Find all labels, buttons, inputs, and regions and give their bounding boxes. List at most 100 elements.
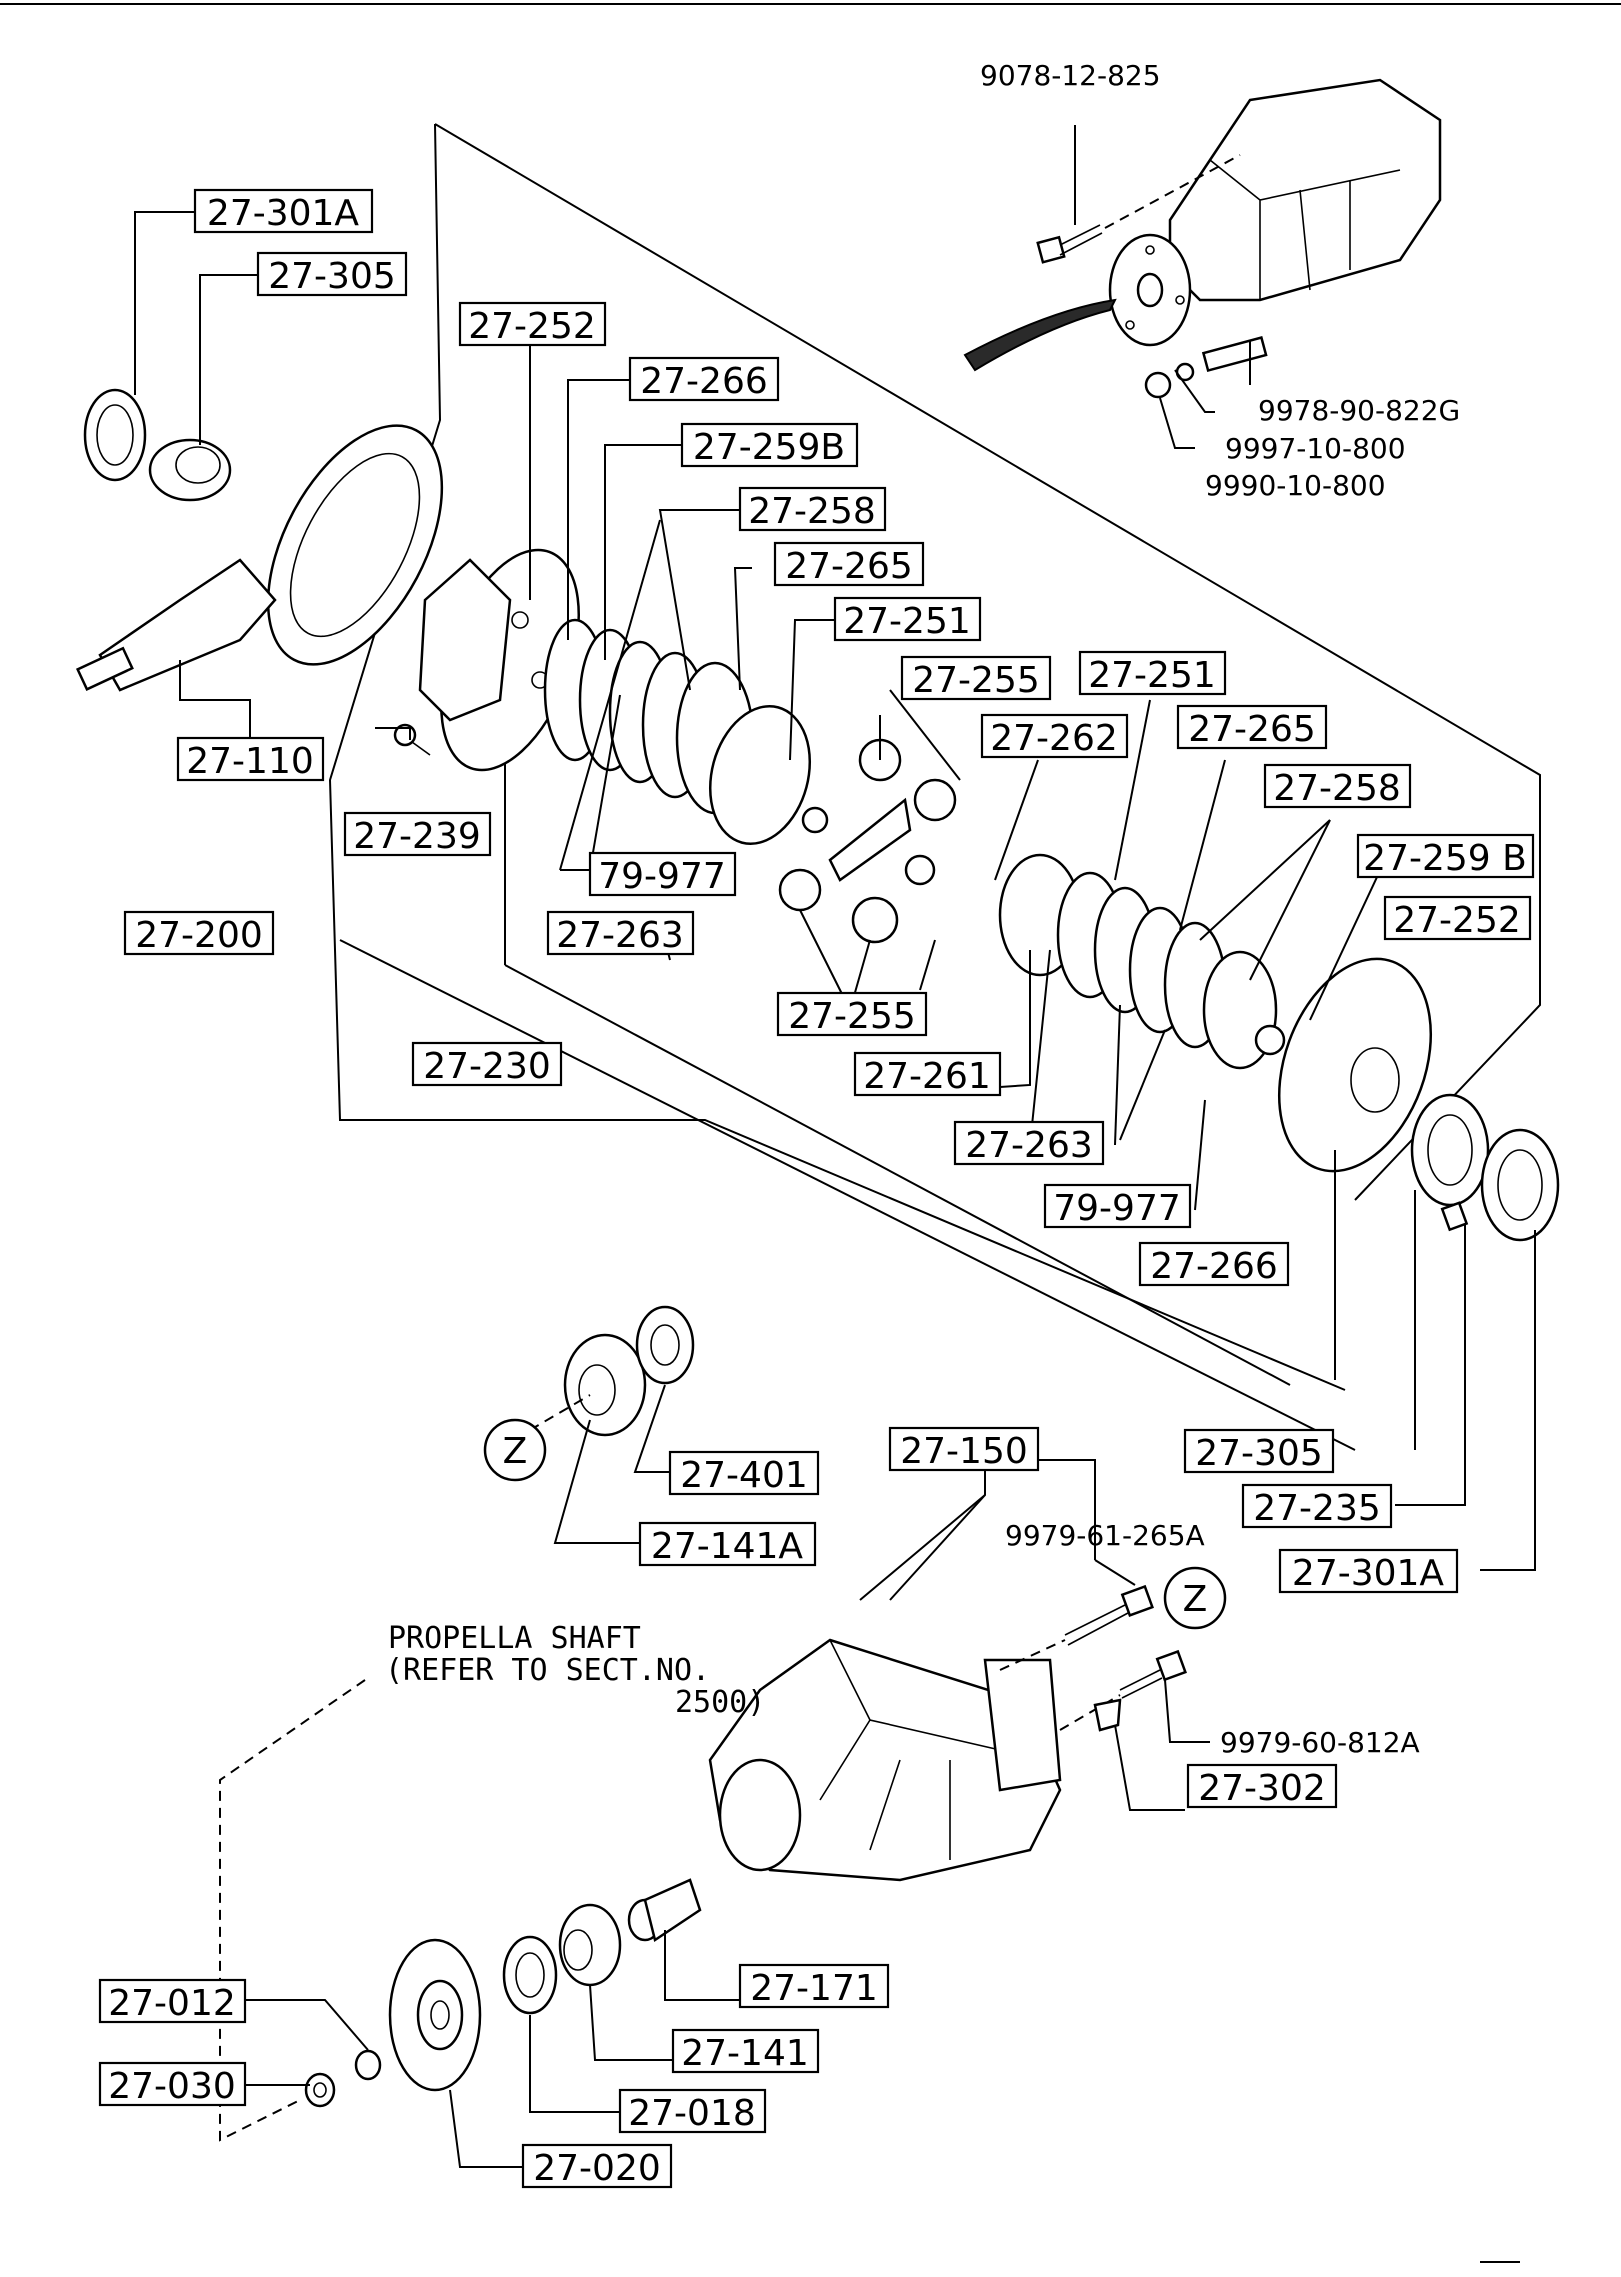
label-27-012: 27-012 (98, 1978, 247, 2024)
label-27-305-bot: 27-305 (1183, 1428, 1335, 1474)
svg-text:27-141A: 27-141A (651, 1526, 804, 1567)
label-27-305-top: 27-305 (256, 251, 408, 297)
z-marker-top: Z (503, 1431, 528, 1472)
svg-text:27-235: 27-235 (1253, 1488, 1381, 1529)
clutch-pack-right (998, 853, 1286, 1070)
svg-text:27-252: 27-252 (468, 306, 596, 347)
bolt-235 (1440, 1201, 1469, 1232)
label-27-265-top: 27-265 (773, 541, 925, 587)
svg-text:27-110: 27-110 (186, 741, 314, 782)
svg-text:27-230: 27-230 (423, 1046, 551, 1087)
propella-shaft-dashed (219, 1679, 366, 2142)
axle-housing-150 (708, 1638, 1062, 1882)
svg-text:27-265: 27-265 (785, 546, 913, 587)
label-27-255-top: 27-255 (900, 655, 1052, 701)
bolt-9078 (1036, 154, 1241, 264)
pn-9997-10-800: 9997-10-800 (1225, 432, 1406, 465)
bearing-141 (558, 1903, 622, 1987)
pn-9978-90-822G: 9978-90-822G (1258, 394, 1460, 427)
label-27-259B-mid: 27-259 B (1356, 833, 1535, 879)
seal-401 (635, 1305, 695, 1385)
svg-text:27-259 B: 27-259 B (1363, 838, 1527, 879)
label-27-301A-bot: 27-301A (1278, 1548, 1459, 1594)
note-line-1: PROPELLA SHAFT (388, 1621, 641, 1656)
bearing-cup-301A-bot (1480, 1128, 1560, 1242)
svg-text:27-259B: 27-259B (693, 427, 845, 468)
label-27-302: 27-302 (1186, 1763, 1338, 1809)
label-79-977-top: 79-977 (588, 851, 737, 897)
carrier-housing-top (1108, 78, 1442, 347)
flange-020 (388, 1938, 482, 2092)
label-27-251-top: 27-251 (833, 596, 982, 642)
label-27-263-bot: 27-263 (953, 1120, 1105, 1166)
svg-text:27-262: 27-262 (990, 718, 1118, 759)
svg-text:27-301A: 27-301A (1292, 1553, 1445, 1594)
diff-case-right (1277, 957, 1433, 1173)
washer-012 (354, 2049, 382, 2081)
svg-text:27-141: 27-141 (681, 2033, 809, 2074)
pn-9078-12-825: 9078-12-825 (980, 59, 1161, 92)
svg-text:27-258: 27-258 (1273, 768, 1401, 809)
label-27-018: 27-018 (618, 2088, 767, 2134)
svg-text:27-305: 27-305 (268, 256, 396, 297)
label-27-252-mid: 27-252 (1383, 895, 1532, 941)
z-marker-bot: Z (1183, 1579, 1208, 1620)
label-27-259B-top: 27-259B (680, 422, 859, 468)
label-27-261: 27-261 (853, 1051, 1002, 1097)
svg-text:27-266: 27-266 (640, 361, 768, 402)
stud-washer-nut (1144, 336, 1268, 399)
label-27-266-bot: 27-266 (1138, 1241, 1290, 1287)
svg-text:27-251: 27-251 (843, 601, 971, 642)
z-marker-bot-circle (1163, 1566, 1227, 1630)
svg-text:27-171: 27-171 (750, 1968, 878, 2009)
label-27-150: 27-150 (888, 1426, 1040, 1472)
label-79-977-bot: 79-977 (1043, 1183, 1192, 1229)
label-27-230: 27-230 (411, 1041, 563, 1087)
label-27-258-top: 27-258 (738, 486, 887, 532)
svg-text:79-977: 79-977 (1053, 1188, 1181, 1229)
svg-text:27-252: 27-252 (1393, 900, 1521, 941)
label-27-301A-top: 27-301A (193, 188, 374, 234)
label-27-141: 27-141 (671, 2028, 820, 2074)
leader-lines (134, 125, 1536, 2168)
seal-018 (502, 1935, 558, 2015)
clutch-pack-left (543, 618, 812, 845)
label-27-258-mid: 27-258 (1263, 763, 1412, 809)
svg-text:27-265: 27-265 (1188, 709, 1316, 750)
svg-text:27-261: 27-261 (863, 1056, 991, 1097)
svg-text:27-239: 27-239 (353, 816, 481, 857)
svg-text:27-263: 27-263 (965, 1125, 1093, 1166)
label-27-252-top: 27-252 (458, 301, 607, 347)
svg-text:27-030: 27-030 (108, 2066, 236, 2107)
bolt-239 (393, 723, 431, 756)
svg-text:27-301A: 27-301A (207, 193, 360, 234)
svg-text:27-305: 27-305 (1195, 1433, 1323, 1474)
label-27-239: 27-239 (343, 811, 492, 857)
pn-9990-10-800: 9990-10-800 (1205, 469, 1386, 502)
svg-text:27-255: 27-255 (912, 660, 1040, 701)
svg-text:27-255: 27-255 (788, 996, 916, 1037)
label-27-110: 27-110 (176, 736, 325, 782)
bearing-cup-301A-top (83, 388, 147, 482)
label-27-020: 27-020 (521, 2143, 673, 2189)
nut-030 (304, 2072, 336, 2108)
pn-9979-61-265A: 9979-61-265A (1005, 1519, 1205, 1552)
label-27-200: 27-200 (123, 910, 275, 956)
label-27-030: 27-030 (98, 2061, 247, 2107)
diff-case-left (418, 548, 580, 772)
ring-gear-pinion-110 (75, 424, 444, 692)
svg-text:27-266: 27-266 (1150, 1246, 1278, 1287)
svg-text:27-258: 27-258 (748, 491, 876, 532)
svg-text:27-020: 27-020 (533, 2148, 661, 2189)
label-27-251-mid: 27-251 (1078, 650, 1227, 696)
pinion-shaft-gears (778, 738, 957, 944)
note-line-3: 2500) (675, 1685, 765, 1720)
label-27-262: 27-262 (980, 713, 1129, 759)
svg-text:27-150: 27-150 (900, 1431, 1028, 1472)
svg-text:27-401: 27-401 (680, 1455, 808, 1496)
svg-text:27-302: 27-302 (1198, 1768, 1326, 1809)
svg-text:27-018: 27-018 (628, 2093, 756, 2134)
label-27-141A: 27-141A (638, 1521, 817, 1567)
bearing-305-bot (1410, 1093, 1490, 1207)
